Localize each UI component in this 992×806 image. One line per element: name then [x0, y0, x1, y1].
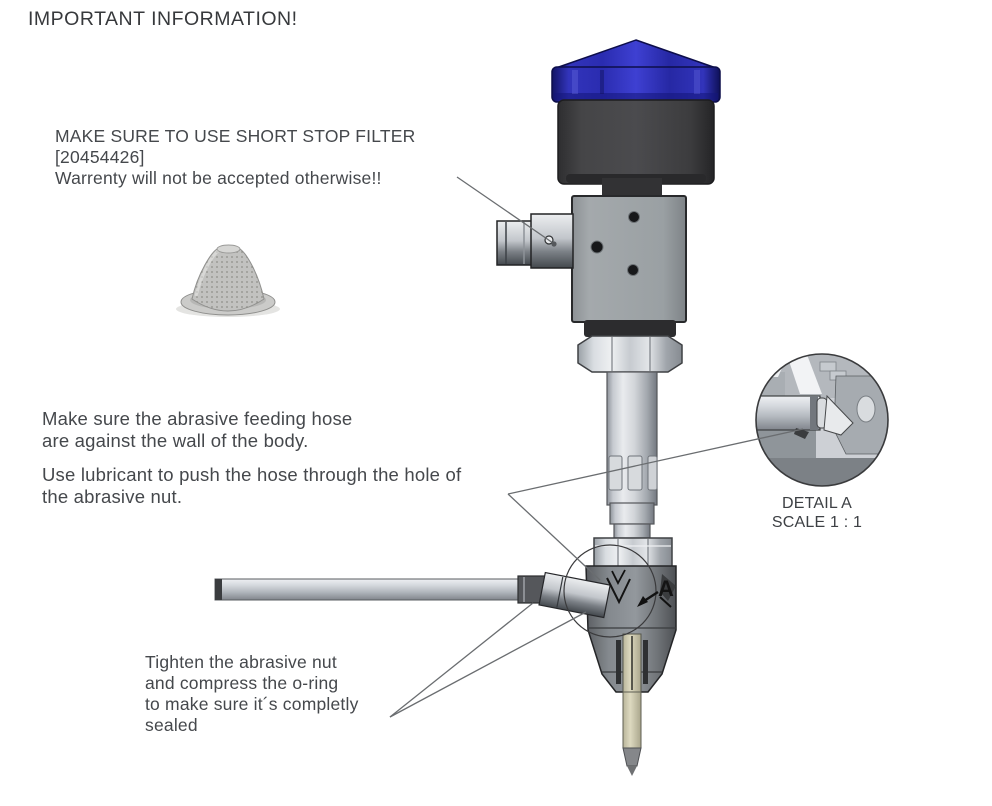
filter-note: MAKE SURE TO USE SHORT STOP FILTER [2045…: [55, 126, 415, 189]
page-title: IMPORTANT INFORMATION!: [28, 8, 298, 30]
abrasive-nut: [593, 537, 673, 570]
tighten-note-line: sealed: [145, 715, 198, 735]
lubricant-note-line: the abrasive nut.: [42, 486, 183, 507]
hose-note-line: Make sure the abrasive feeding hose: [42, 408, 353, 429]
filter-note-line: [20454426]: [55, 147, 145, 167]
gland-nut: [577, 335, 683, 373]
filter-photo: [176, 244, 280, 317]
inlet-fitting: [496, 213, 574, 269]
detail-view-label: DETAIL A SCALE 1 : 1: [737, 494, 897, 532]
collar: [584, 320, 676, 337]
leader-tighten-1: [389, 602, 534, 718]
filter-note-line: Warrenty will not be accepted otherwise!…: [55, 168, 382, 188]
hose-note: Make sure the abrasive feeding hose are …: [42, 408, 352, 452]
tighten-note: Tighten the abrasive nut and compress th…: [145, 652, 359, 736]
leader-lubricant-detail: [507, 428, 804, 495]
nozzle: [622, 691, 642, 776]
valve-block: [571, 195, 687, 323]
detail-callout-circle: [563, 544, 657, 638]
hose-note-line: are against the wall of the body.: [42, 430, 309, 451]
cutting-head-body: [585, 565, 677, 693]
section-arrow-a: A: [611, 569, 674, 608]
mixing-tube: [606, 371, 658, 539]
lubricant-note-line: Use lubricant to push the hose through t…: [42, 464, 462, 485]
filter-note-line: MAKE SURE TO USE SHORT STOP FILTER: [55, 126, 416, 146]
detail-scale: SCALE 1 : 1: [771, 514, 863, 531]
canister: [557, 99, 715, 185]
leader-lubricant-nut: [507, 493, 601, 581]
leader-filter: [456, 176, 554, 244]
main-assembly: A: [214, 39, 721, 776]
tighten-note-line: to make sure it´s completly: [145, 694, 359, 714]
neck: [602, 178, 662, 200]
leader-tighten-2: [389, 611, 587, 718]
abrasive-hose: [214, 571, 631, 619]
tighten-note-line: Tighten the abrasive nut: [145, 652, 337, 672]
lubricant-note: Use lubricant to push the hose through t…: [42, 464, 461, 508]
callout-letter: A: [658, 576, 674, 601]
detail-title: DETAIL A: [781, 495, 853, 512]
detail-view-a: [755, 353, 889, 487]
blue-cap: [551, 39, 721, 103]
tighten-note-line: and compress the o-ring: [145, 673, 339, 693]
leader-lines: [389, 176, 804, 718]
